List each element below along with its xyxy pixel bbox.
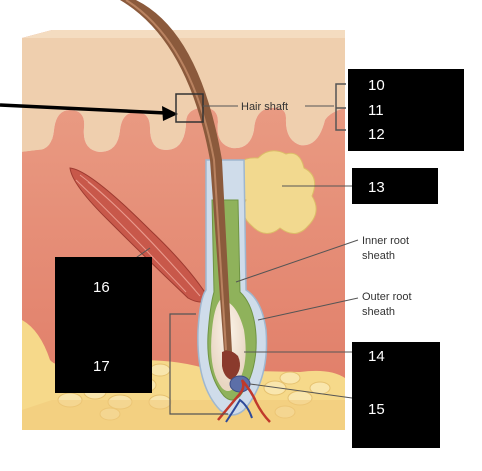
answer-box-16-17: 16 17 bbox=[55, 257, 152, 393]
answer-10: 10 bbox=[368, 77, 385, 94]
outer-root-sheath-leader bbox=[257, 297, 359, 321]
answer-12: 12 bbox=[368, 126, 385, 143]
outer-root-sheath-label: Outer root sheath bbox=[362, 291, 415, 318]
hair-layers-bracket bbox=[335, 83, 346, 131]
answer-17: 17 bbox=[93, 358, 110, 375]
answer-15: 15 bbox=[368, 401, 385, 418]
inner-root-sheath-leader bbox=[235, 239, 359, 283]
answer-box-13: 13 bbox=[352, 168, 438, 204]
hair-shaft-detail-box bbox=[175, 93, 204, 123]
dermal-papilla bbox=[229, 375, 251, 393]
answer-11: 11 bbox=[368, 102, 384, 119]
answer-box-14-15: 14 15 bbox=[352, 342, 440, 448]
arrow-to-hair-shaft bbox=[0, 103, 178, 121]
inner-root-sheath-label: Inner root sheath bbox=[362, 235, 412, 262]
epidermis-layer bbox=[22, 38, 345, 152]
answer-box-10-12: 10 11 12 bbox=[348, 69, 464, 151]
muscle-fibers bbox=[75, 174, 201, 297]
follicle-bracket bbox=[169, 313, 228, 415]
blood-vessel-blue bbox=[225, 398, 253, 423]
answer-13: 13 bbox=[368, 179, 385, 196]
answer-16: 16 bbox=[93, 279, 110, 296]
answer-14: 14 bbox=[368, 348, 385, 365]
papilla-leader bbox=[249, 383, 353, 399]
hair-shaft-highlight bbox=[125, 0, 227, 351]
skin-bottom-face bbox=[22, 400, 345, 430]
blood-vessel-red bbox=[217, 379, 271, 423]
hair-matrix bbox=[222, 350, 240, 380]
hair-shaft-label: Hair shaft bbox=[241, 101, 288, 113]
